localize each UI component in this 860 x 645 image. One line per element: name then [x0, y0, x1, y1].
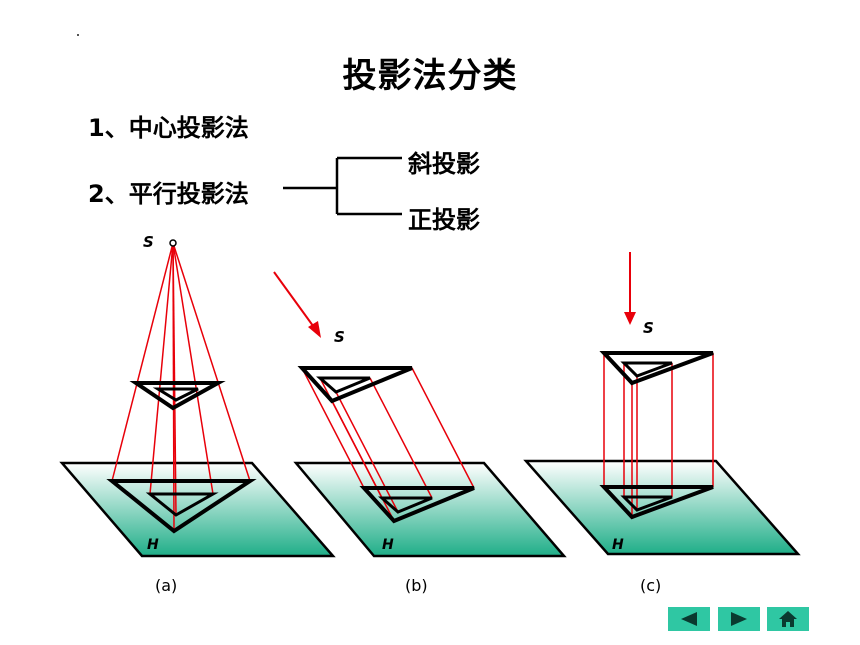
source-label: S [143, 233, 154, 251]
caption-b: (b) [405, 576, 428, 595]
classification-bracket [283, 156, 402, 216]
projection-direction-arrow [273, 271, 321, 338]
prev-slide-button[interactable] [668, 607, 710, 631]
projected-triangle [359, 486, 475, 524]
figure-a-central-projection: S H (a) [59, 233, 336, 595]
triangle-left-icon [681, 612, 697, 626]
branch-orthographic: 正投影 [408, 206, 480, 234]
projected-triangle [599, 485, 714, 520]
figure-b-oblique-projection: S H (b) [273, 271, 567, 595]
figure-c-orthographic-projection: S H (c) [523, 252, 801, 595]
source-label: S [643, 319, 654, 337]
home-icon [779, 611, 797, 627]
next-slide-button[interactable] [718, 607, 760, 631]
branch-oblique: 斜投影 [408, 150, 480, 178]
slide-title: 投影法分类 [342, 56, 518, 96]
item-central-projection: 1、中心投影法 [88, 114, 249, 142]
caption-c: (c) [640, 576, 661, 595]
projection-center-point [169, 239, 177, 247]
plane-label: H [612, 537, 624, 553]
source-label: S [334, 328, 345, 346]
projected-triangle [106, 479, 257, 534]
stray-dot [77, 34, 79, 36]
projection-direction-arrow [624, 252, 636, 325]
projection-plane-h [293, 461, 567, 558]
object-triangle [297, 366, 413, 404]
item-parallel-projection: 2、平行投影法 [88, 180, 249, 208]
plane-label: H [147, 537, 159, 553]
plane-label: H [382, 537, 394, 553]
caption-a: (a) [155, 576, 177, 595]
home-button[interactable] [767, 607, 809, 631]
projection-plane-h [59, 461, 336, 558]
object-triangle [129, 381, 226, 411]
triangle-right-icon [731, 612, 747, 626]
object-triangle [599, 351, 714, 386]
projection-rays [111, 242, 251, 532]
